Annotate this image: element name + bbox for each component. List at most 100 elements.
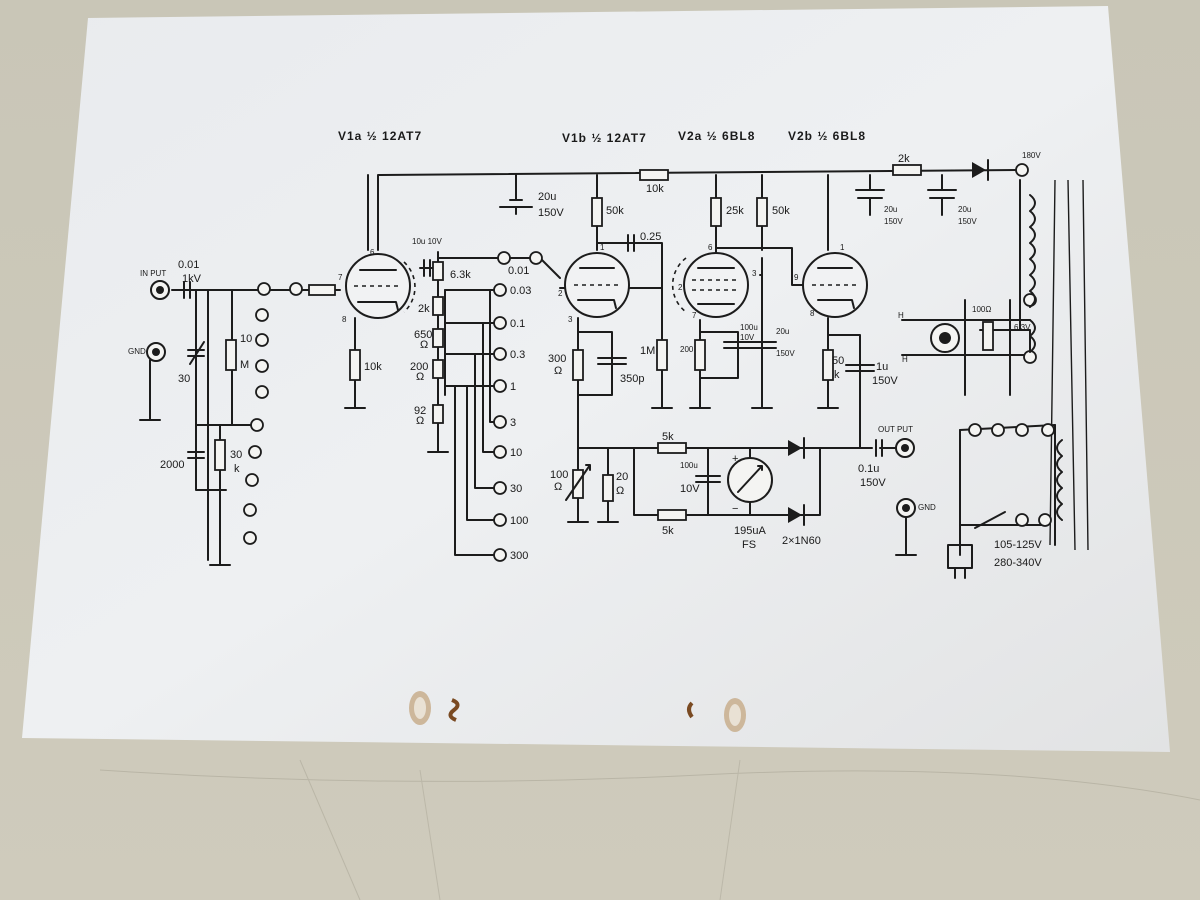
v1a-cathode-res: 10k <box>364 361 382 373</box>
v1a-pin-grid: 7 <box>338 273 343 282</box>
v1a-pin-cath: 8 <box>342 315 347 324</box>
range-pos-1: 0.03 <box>510 285 531 297</box>
input-res-30: 30 <box>230 449 242 461</box>
v1b-plate-res: 50k <box>606 205 624 217</box>
v2a-plate-res: 25k <box>726 205 744 217</box>
heater-resistor <box>982 321 994 351</box>
heater-res: 100Ω <box>972 305 991 314</box>
supply-cap3-v: 150V <box>958 217 977 226</box>
meter-trim-ohm: Ω <box>554 481 562 493</box>
heater-h1: H <box>898 311 904 320</box>
supply-resistor-2k <box>892 164 922 176</box>
capacitors <box>183 189 957 483</box>
v1b-cath-ohm: Ω <box>554 365 562 377</box>
meter-minus: − <box>732 503 738 515</box>
input-cap-voltage: 1kV <box>182 273 202 285</box>
mains-voltage-2: 280-340V <box>994 557 1042 569</box>
output-gnd: GND <box>918 503 936 512</box>
v2b-pin-0: 1 <box>840 243 845 252</box>
v2b-out-cap: 1u <box>876 361 888 373</box>
v2a-pin-1: 2 <box>678 283 683 292</box>
supply-r1: 10k <box>646 183 664 195</box>
ladder-r4 <box>432 359 444 379</box>
meter-fixed: 20 <box>616 471 628 483</box>
input-resistor-10m <box>225 339 237 371</box>
meter-fb-res2: 5k <box>662 525 674 537</box>
input-res-30-unit: k <box>234 463 240 475</box>
ladder-ohm-4: Ω <box>416 415 424 427</box>
paper-sheet <box>22 6 1170 752</box>
grid-resistor-1m <box>656 339 668 371</box>
supply-cap2: 20u <box>884 205 897 214</box>
meter-cap-v: 10V <box>680 483 700 495</box>
wiring <box>149 169 1089 566</box>
range-pos-0: 0.01 <box>508 265 529 277</box>
ladder-r1 <box>432 261 444 281</box>
ladder-r3 <box>432 328 444 348</box>
v2b-out-cap-v: 150V <box>872 375 898 387</box>
trim-cap-label: 30 <box>178 373 190 385</box>
input-gnd-label: GND <box>128 347 146 356</box>
meter-fixed-ohm: Ω <box>616 485 624 497</box>
ground-symbols <box>139 407 917 566</box>
v1b-cath-cap: 350p <box>620 373 644 385</box>
meter-plus: + <box>732 453 738 465</box>
v2a-pin-0: 6 <box>708 243 713 252</box>
tube-v2a <box>671 252 749 318</box>
tube-label-v1a: V1a ½ 12AT7 <box>338 129 422 143</box>
range-coupling-cap: 10u 10V <box>412 237 442 246</box>
diodes <box>788 159 989 526</box>
v1b-cath-res: 300 <box>548 353 566 365</box>
tube-label-v1b: V1b ½ 12AT7 <box>562 131 647 145</box>
input-resistor-30k <box>214 439 226 471</box>
heater-h2: H <box>902 355 908 364</box>
v1b-pin-grid: 2 <box>558 289 563 298</box>
grid-resistor <box>308 284 336 296</box>
range-pos-5: 3 <box>510 417 516 429</box>
plate-resistor-50k <box>591 197 603 227</box>
mains-voltage: 105-125V <box>994 539 1042 551</box>
cathode-resistor-10k <box>349 349 361 381</box>
v2a-pin-3: 3 <box>752 269 757 278</box>
plate-resistor-25k <box>710 197 722 227</box>
v1b-pin-plate: 1 <box>600 243 605 252</box>
tube-v2b <box>802 252 868 318</box>
cathode-resistor-50k <box>822 349 834 381</box>
input-cap-2000: 2000 <box>160 459 184 471</box>
meter-scale: 195uA <box>734 525 766 537</box>
feedback-resistor-5k-top <box>657 442 687 454</box>
input-label: IN PUT <box>140 269 166 278</box>
v1b-pin-cath: 3 <box>568 315 573 324</box>
fixed-resistor-20 <box>602 474 614 502</box>
v1b-coupling-cap: 0.25 <box>640 231 661 243</box>
range-pos-7: 30 <box>510 483 522 495</box>
v2a-screen-res: 50k <box>772 205 790 217</box>
feedback-resistor-5k-bottom <box>657 509 687 521</box>
tube-v1b <box>564 252 630 318</box>
tube-v1a <box>345 253 416 319</box>
v2a-pin-2: 7 <box>692 311 697 320</box>
tube-label-v2a: V2a ½ 6BL8 <box>678 129 755 143</box>
v2a-cath-cap: 100u <box>740 323 758 332</box>
ladder-label-0: 6.3k <box>450 269 471 281</box>
ladder-label-4: 92 <box>414 405 426 417</box>
output-cap: 0.1u <box>858 463 879 475</box>
supply-resistor-10k <box>639 169 669 181</box>
meter <box>727 457 773 503</box>
supply-cap2-v: 150V <box>884 217 903 226</box>
meter-trim: 100 <box>550 469 568 481</box>
ladder-r2 <box>432 296 444 316</box>
range-pos-6: 10 <box>510 447 522 459</box>
supply-cap1: 20u <box>538 191 556 203</box>
jacks <box>146 280 973 579</box>
switch-terminals <box>243 163 1055 562</box>
range-pos-9: 300 <box>510 550 528 562</box>
cathode-resistor-300 <box>572 349 584 381</box>
v2a-cath-res: 200 <box>680 345 694 354</box>
input-res-label: 10 <box>240 333 252 345</box>
ladder-r5 <box>432 404 444 424</box>
supply-hv: 180V <box>1022 151 1041 160</box>
vacuum-tubes <box>345 252 868 319</box>
v2b-cath-res-unit: k <box>834 369 840 381</box>
